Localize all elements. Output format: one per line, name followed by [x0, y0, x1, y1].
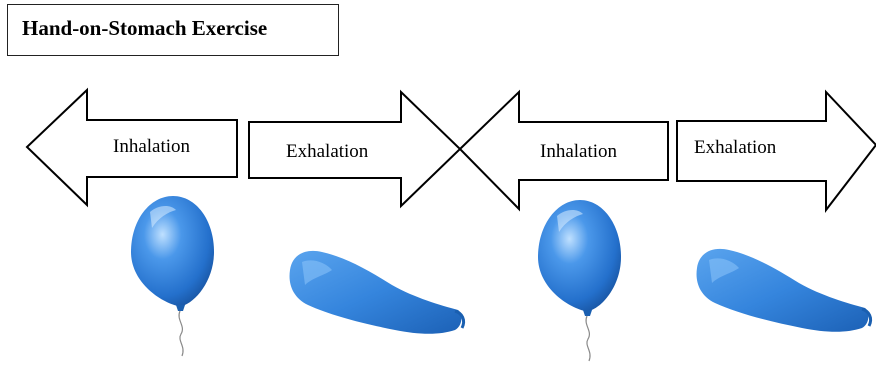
diagram-title: Hand-on-Stomach Exercise — [22, 16, 268, 40]
inflated-balloon-icon — [131, 196, 214, 357]
inflated-balloon-icon — [538, 200, 621, 362]
inhalation-label-1: Inhalation — [113, 136, 191, 157]
exhalation-label-1: Exhalation — [286, 141, 369, 162]
deflated-balloon-icon — [696, 248, 873, 332]
exhalation-arrow-2 — [676, 89, 876, 213]
title-box: Hand-on-Stomach Exercise — [7, 4, 339, 56]
inhalation-label-2: Inhalation — [540, 141, 618, 162]
exhalation-label-2: Exhalation — [694, 137, 777, 158]
exhalation-arrow-1 — [248, 89, 462, 209]
deflated-balloon-icon — [289, 250, 466, 334]
inhalation-arrow-2 — [458, 89, 669, 212]
inhalation-arrow-1 — [25, 87, 238, 208]
